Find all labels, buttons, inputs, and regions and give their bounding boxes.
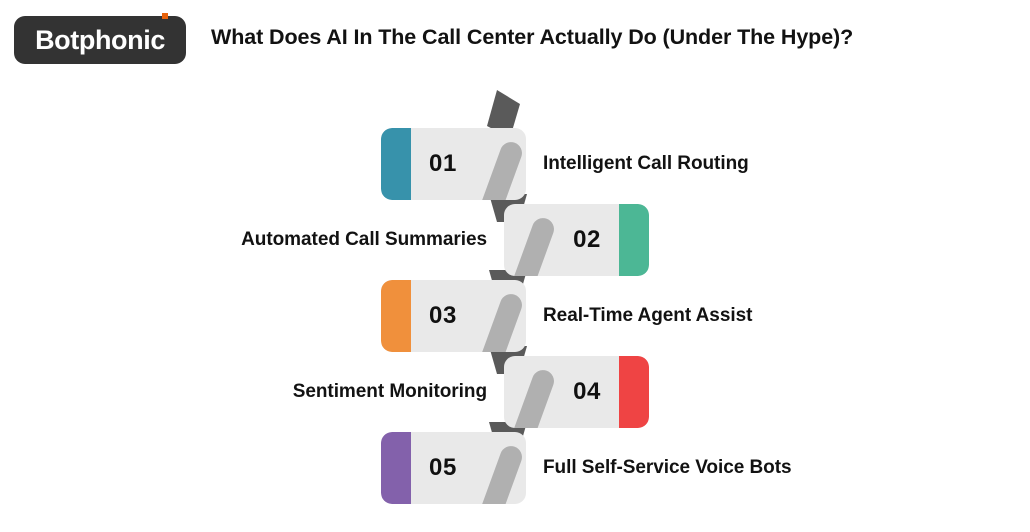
list-item-label: Intelligent Call Routing bbox=[543, 153, 749, 174]
slash-decoration-icon bbox=[504, 215, 558, 276]
card-number: 04 bbox=[573, 378, 601, 405]
list-item-label: Full Self-Service Voice Bots bbox=[543, 457, 792, 478]
list-item[interactable]: 01 Intelligent Call Routing bbox=[0, 128, 1030, 204]
slash-decoration-icon bbox=[472, 139, 526, 200]
card-color-tab bbox=[619, 356, 649, 428]
number-card[interactable]: 05 bbox=[381, 432, 526, 504]
slash-decoration-icon bbox=[472, 443, 526, 504]
number-card[interactable]: 04 bbox=[504, 356, 649, 428]
card-number: 05 bbox=[429, 454, 457, 481]
card-color-tab bbox=[381, 128, 411, 200]
list-item[interactable]: 05 Full Self-Service Voice Bots bbox=[0, 432, 1030, 508]
slash-decoration-icon bbox=[472, 291, 526, 352]
page-title: What Does AI In The Call Center Actually… bbox=[211, 25, 854, 49]
list-item[interactable]: 02 Automated Call Summaries bbox=[0, 204, 1030, 280]
card-color-tab bbox=[619, 204, 649, 276]
infographic-diagram: 01 Intelligent Call Routing 02 Automated… bbox=[0, 82, 1030, 532]
list-item-label: Real-Time Agent Assist bbox=[543, 305, 753, 326]
logo-accent-dot-icon bbox=[161, 13, 168, 19]
list-item[interactable]: 03 Real-Time Agent Assist bbox=[0, 280, 1030, 356]
card-number: 01 bbox=[429, 150, 457, 177]
page-header: Botphonic What Does AI In The Call Cente… bbox=[0, 0, 1030, 82]
number-card[interactable]: 01 bbox=[381, 128, 526, 200]
number-card[interactable]: 03 bbox=[381, 280, 526, 352]
brand-logo[interactable]: Botphonic bbox=[14, 13, 186, 64]
slash-decoration-icon bbox=[504, 367, 558, 428]
card-number: 02 bbox=[573, 226, 601, 253]
number-card[interactable]: 02 bbox=[504, 204, 649, 276]
list-item[interactable]: 04 Sentiment Monitoring bbox=[0, 356, 1030, 432]
brand-logo-text: Botphonic bbox=[35, 24, 165, 55]
card-color-tab bbox=[381, 432, 411, 504]
card-number: 03 bbox=[429, 302, 457, 329]
list-item-label: Automated Call Summaries bbox=[241, 229, 487, 250]
list-item-label: Sentiment Monitoring bbox=[292, 381, 487, 402]
card-color-tab bbox=[381, 280, 411, 352]
